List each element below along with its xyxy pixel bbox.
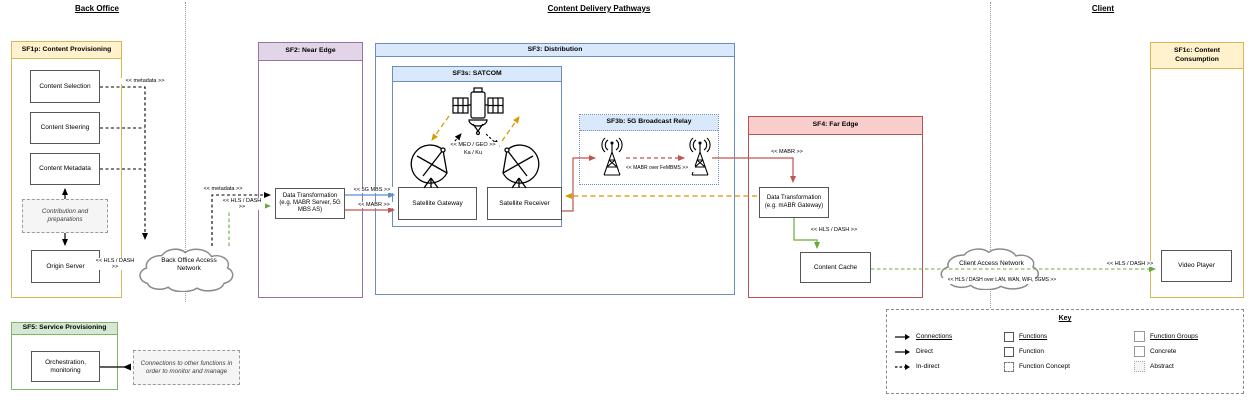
- group-sf3-title: SF3: Distribution: [376, 44, 734, 57]
- group-sf5-title: SF5: Service Provisioning: [12, 323, 117, 335]
- label-mabr-fembms: << MABR over FeMBMS >>: [619, 165, 695, 172]
- node-data-transformation-near-edge: Data Transformation (e.g. MABR Server, 5…: [275, 188, 345, 219]
- key-row-function-concept: Function Concept: [1004, 359, 1070, 374]
- node-content-cache: Content Cache: [800, 252, 871, 283]
- label-mabr-1: << MABR >>: [355, 202, 393, 209]
- key-function-label: Function: [1019, 348, 1044, 355]
- key-connections-label: Connections: [916, 333, 953, 340]
- key-concrete-label: Concrete: [1150, 348, 1177, 355]
- group-sf2: SF2: Near Edge: [258, 42, 363, 298]
- node-video-player: Video Player: [1161, 250, 1232, 282]
- group-sf3b: SF3b: 5G Broadcast Relay: [579, 114, 719, 185]
- group-sf3b-title: SF3b: 5G Broadcast Relay: [580, 115, 718, 131]
- back-office-access-network-label: Back Office Access Network: [161, 257, 217, 273]
- node-content-metadata: Content Metadata: [30, 153, 100, 185]
- key-functions-label: Functions: [1019, 333, 1048, 340]
- key-row-concrete: Concrete: [1134, 344, 1198, 359]
- function-square-icon: [1004, 331, 1014, 342]
- back-office-access-network-cloud: [139, 248, 234, 292]
- section-title-client: Client: [1091, 4, 1115, 13]
- group-sf3s-title: SF3s: SATCOM: [393, 67, 561, 82]
- node-content-selection: Content Selection: [30, 70, 100, 103]
- key-direct-label: Direct: [916, 348, 933, 355]
- key-row-direct: Direct: [895, 344, 952, 359]
- group-sf1c-title: SF1c: Content Consumption: [1151, 43, 1243, 69]
- separator-back-office: [185, 2, 186, 302]
- function-group-icon: [1134, 331, 1145, 342]
- node-data-transformation-far-edge: Data Transformation (e.g. mABR Gateway): [759, 187, 829, 218]
- client-access-network-label: Client Access Network: [959, 260, 1024, 267]
- key-row-function: Function: [1004, 344, 1070, 359]
- key-function-concept-label: Function Concept: [1019, 363, 1070, 370]
- node-contribution-preparations: Contribution and preparations: [22, 199, 108, 233]
- key-row-abstract: Abstract: [1134, 359, 1198, 374]
- key-row-indirect: In-direct: [895, 359, 952, 374]
- key-row-function-groups: Function Groups: [1134, 329, 1198, 344]
- label-hls-dash-lan: << HLS / DASH over LAN, WAN, WiFi, 5GMS …: [941, 277, 1063, 284]
- node-satellite-receiver: Satellite Receiver: [487, 187, 562, 220]
- key-row-connections: Connections: [895, 329, 952, 344]
- label-ka-ku: Ka / Ku: [447, 149, 499, 156]
- key-column-connections: Connections Direct In-direct: [895, 329, 952, 374]
- key-indirect-label: In-direct: [916, 363, 940, 370]
- group-sf1p-title: SF1p: Content Provisioning: [12, 42, 121, 59]
- node-satellite-gateway: Satellite Gateway: [398, 187, 477, 220]
- indirect-arrow-icon: [895, 363, 910, 370]
- group-sf4-title: SF4: Far Edge: [749, 117, 922, 135]
- key-abstract-label: Abstract: [1150, 363, 1174, 370]
- function-icon: [1004, 346, 1014, 357]
- concrete-group-icon: [1134, 346, 1145, 357]
- label-meo-geo: << MEO / GEO >>: [447, 142, 499, 149]
- edge-orchestration-arrowhead: [123, 363, 131, 371]
- solid-arrow-icon: [895, 333, 910, 340]
- label-5g-mbs: << 5G MBS >>: [351, 187, 393, 194]
- key-column-functions: Functions Function Function Concept: [1004, 329, 1070, 374]
- node-monitor-note: Connections to other functions in order …: [133, 350, 240, 385]
- label-hls-dash-near-edge: << HLS / DASH >>: [219, 198, 265, 211]
- label-metadata-2: << metadata >>: [200, 186, 246, 193]
- label-mabr-2: << MABR >>: [768, 149, 806, 156]
- key-row-functions: Functions: [1004, 329, 1070, 344]
- separator-client: [990, 2, 991, 308]
- node-content-steering: Content Steering: [30, 112, 100, 144]
- key-box: Key Connections Direct In-direct Functio…: [886, 309, 1244, 394]
- node-orchestration-monitoring: Orchestration, monitoring: [31, 351, 100, 382]
- abstract-group-icon: [1134, 361, 1145, 372]
- section-title-content-delivery: Content Delivery Pathways: [547, 4, 651, 13]
- label-hls-dash-origin: << HLS / DASH >>: [92, 258, 138, 271]
- function-concept-icon: [1004, 361, 1014, 372]
- key-column-function-groups: Function Groups Concrete Abstract: [1134, 329, 1198, 374]
- section-title-back-office: Back Office: [74, 4, 120, 13]
- direct-arrow-icon: [895, 348, 910, 355]
- label-hls-dash-player: << HLS / DASH >>: [1105, 261, 1155, 268]
- group-sf2-title: SF2: Near Edge: [259, 43, 362, 61]
- key-title: Key: [1058, 315, 1072, 322]
- label-metadata-1: << metadata >>: [120, 78, 170, 85]
- key-function-groups-label: Function Groups: [1150, 333, 1199, 340]
- label-hls-dash-cache: << HLS / DASH >>: [809, 227, 859, 234]
- node-origin-server: Origin Server: [31, 250, 100, 283]
